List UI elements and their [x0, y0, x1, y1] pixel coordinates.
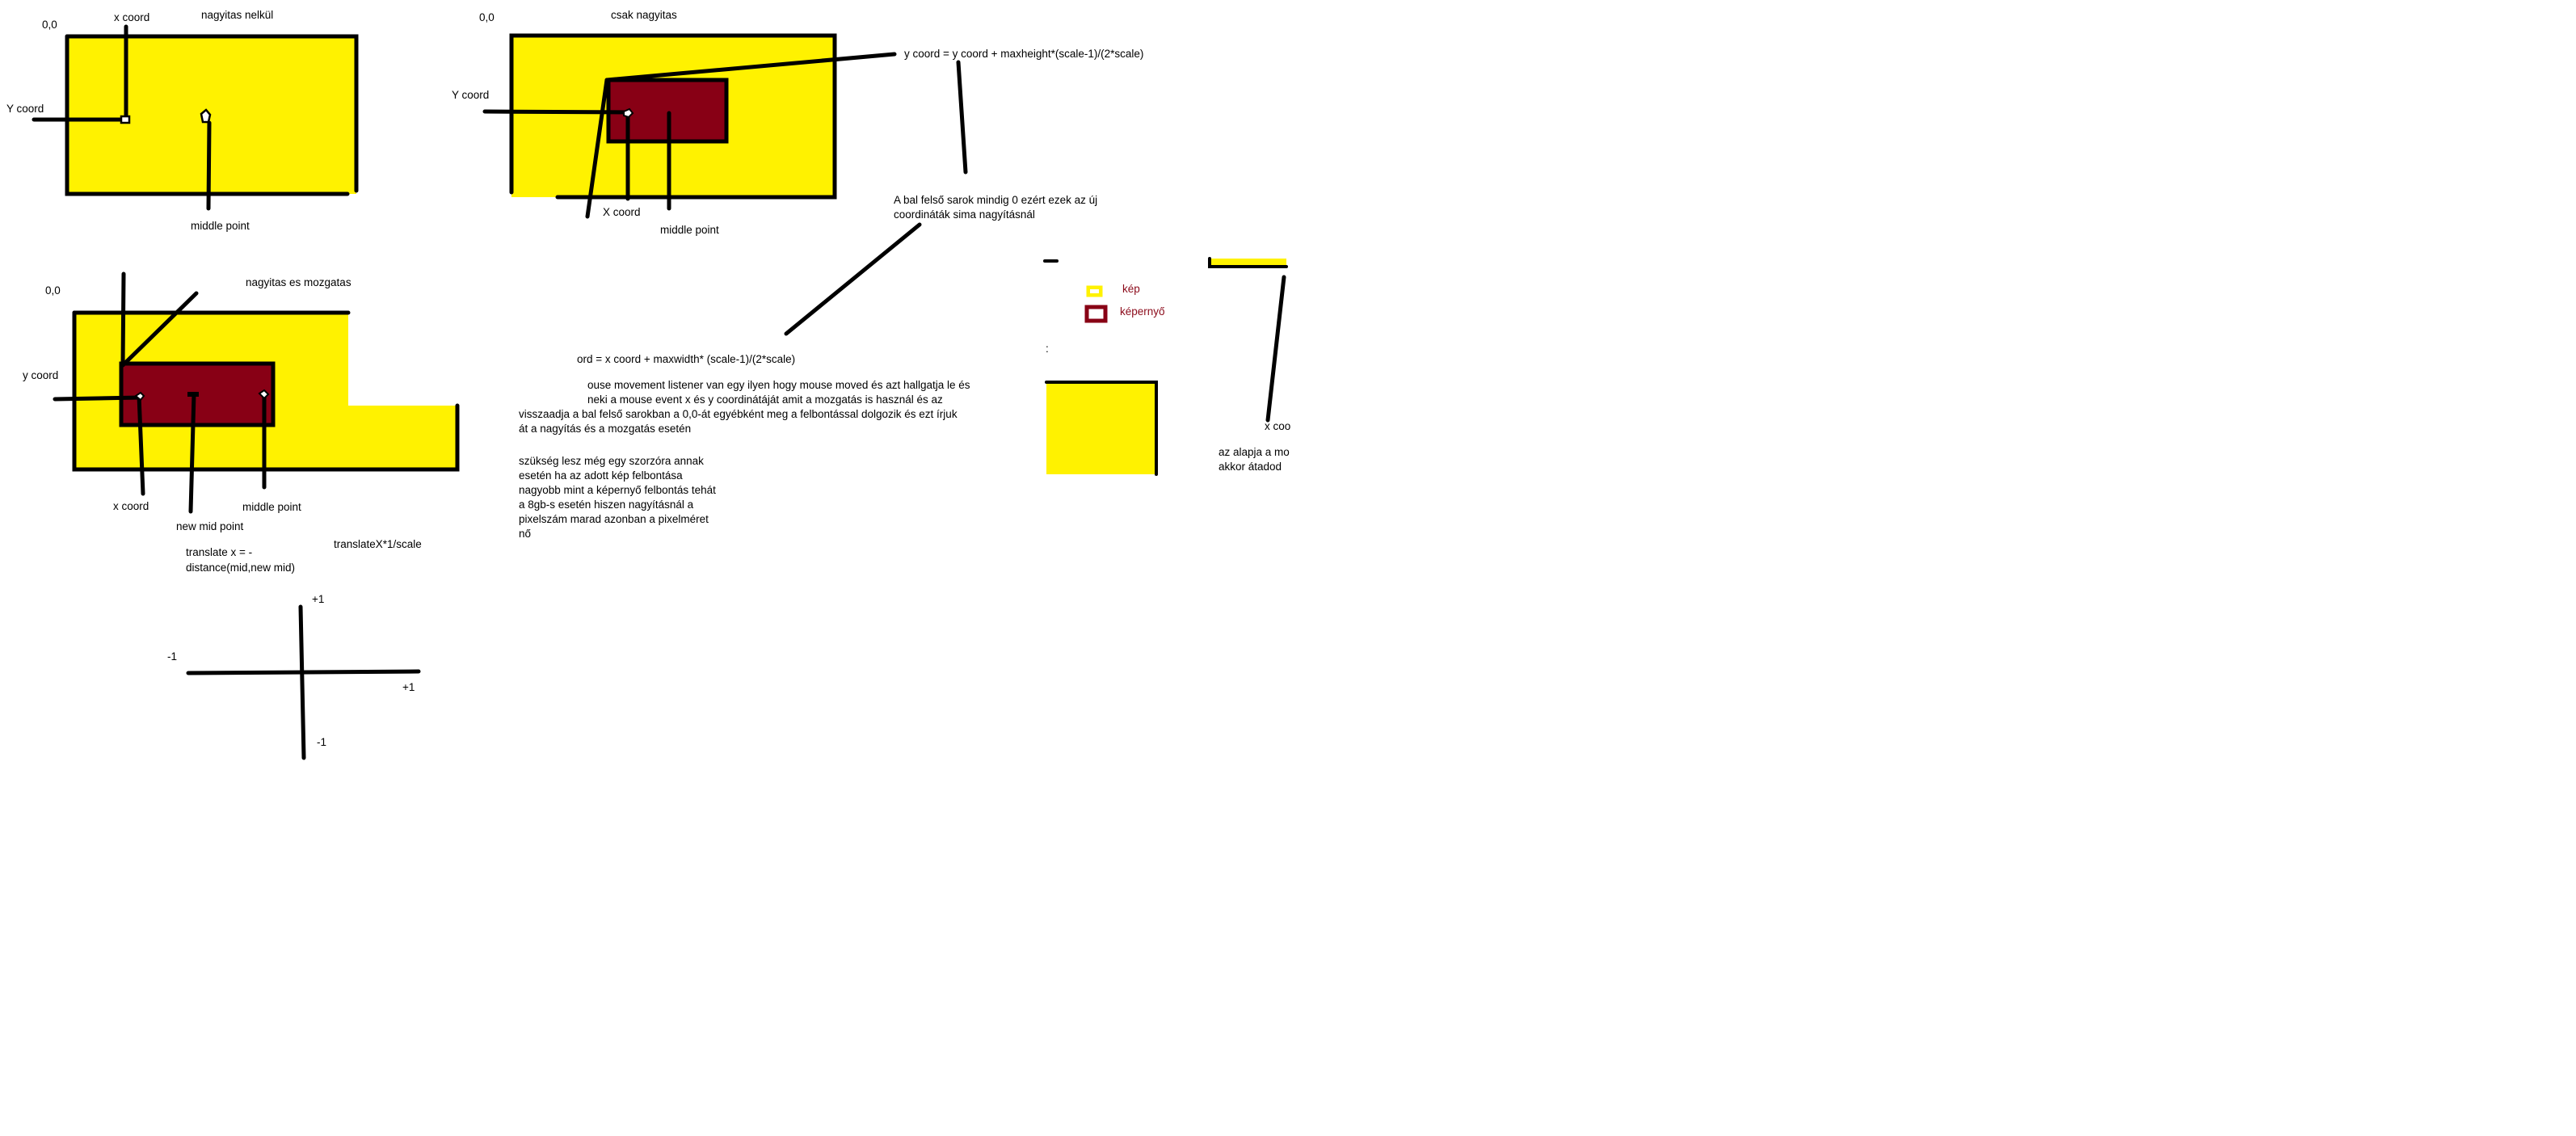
- formula-pointer: [604, 52, 897, 82]
- ycoord-pointer: [482, 109, 631, 115]
- diagram-title: csak nagyitas: [611, 9, 677, 21]
- mouse-note-line: ouse movement listener van egy ilyen hog…: [587, 379, 970, 391]
- axis-bottom-label: -1: [317, 736, 326, 748]
- new-mid-marker: [187, 392, 199, 397]
- middle-point-label: middle point: [191, 220, 250, 232]
- hand-cursor-icon: [258, 389, 270, 400]
- note-line: A bal felső sarok mindig 0 ezért ezek az…: [894, 194, 1097, 206]
- horizontal-axis: [186, 669, 421, 675]
- multiplier-note-line: szükség lesz még egy szorzóra annak: [519, 455, 704, 467]
- multiplier-note-line: nagyobb mint a képernyő felbontás tehát: [519, 484, 716, 496]
- ycoord-pointer: [53, 395, 143, 402]
- note-pointer: [784, 222, 922, 336]
- translate-line: distance(mid,new mid): [186, 562, 295, 574]
- legend-screen-swatch: [1084, 305, 1108, 323]
- xcoord-label: x coord: [113, 500, 149, 512]
- y-formula-label: y coord = y coord + maxheight*(scale-1)/…: [904, 48, 1143, 60]
- legend-screen-label: képernyő: [1120, 305, 1165, 318]
- image-fragment: [1046, 382, 1156, 474]
- new-mid-pointer: [188, 392, 196, 514]
- middle-point-label: middle point: [660, 224, 719, 236]
- xcoord-label: x coord: [114, 11, 149, 23]
- axis-right-label: +1: [402, 681, 415, 693]
- diagram-zoom-and-move: 0,0 nagyitas es mozgatas y coord x coord…: [23, 271, 460, 574]
- legend-image-swatch-inner: [1090, 289, 1099, 293]
- translatex-label: translateX*1/scale: [334, 538, 422, 550]
- image-fragment-frame: [1045, 381, 1158, 476]
- right-fragments: x coo az alapja a mo akkor átadod: [1045, 257, 1290, 476]
- notes-middle: ord = x coord + maxwidth* (scale-1)/(2*s…: [519, 222, 970, 540]
- diagram-title: nagyitas es mozgatas: [246, 276, 351, 288]
- hand-cursor-icon: [134, 391, 145, 402]
- origin-pointer: [120, 271, 126, 368]
- colon-mark: :: [1046, 343, 1049, 355]
- diagram-zoom-only: 0,0 csak nagyitas y coord = y coord + ma…: [452, 9, 1143, 236]
- ycoord-label: y coord: [23, 369, 58, 381]
- corner-pointer: [585, 78, 609, 219]
- legend: kép képernyő :: [1043, 259, 1165, 355]
- mouse-note-line: visszaadja a bal felső sarokban a 0,0-át…: [519, 408, 958, 420]
- xcoord-pointer: [137, 393, 145, 496]
- right-note-line: az alapja a mo: [1219, 446, 1290, 458]
- ycoord-label: Y coord: [6, 103, 44, 115]
- right-note-line: akkor átadod: [1219, 461, 1282, 473]
- axis-top-label: +1: [312, 593, 324, 605]
- hand-cursor-icon: [200, 108, 212, 124]
- origin-label: 0,0: [42, 19, 57, 31]
- image-rect: [67, 36, 356, 194]
- note-line: coordináták sima nagyításnál: [894, 208, 1035, 221]
- image-fragment-frame: [1208, 257, 1288, 268]
- translate-line: translate x = -: [186, 546, 252, 558]
- vertical-axis: [298, 604, 306, 760]
- xcoord-label: x coo: [1265, 420, 1290, 432]
- ycoord-label: Y coord: [452, 89, 489, 101]
- multiplier-note-line: esetén ha az adott kép felbontása: [519, 469, 683, 482]
- multiplier-note-line: pixelszám marad azonban a pixelméret: [519, 513, 709, 525]
- x-formula-label: ord = x coord + maxwidth* (scale-1)/(2*s…: [577, 353, 795, 365]
- image-frame: [509, 33, 837, 200]
- image-fragment: [1210, 259, 1286, 265]
- origin-label: 0,0: [479, 11, 495, 23]
- xcoord-label: X coord: [603, 206, 641, 218]
- mouse-note-line: át a nagyítás és a mozgatás esetén: [519, 423, 691, 435]
- legend-image-label: kép: [1122, 283, 1140, 295]
- origin-pointer: [120, 291, 199, 368]
- image-frame: [65, 34, 359, 193]
- origin-marker: [120, 115, 131, 124]
- multiplier-note-line: nő: [519, 528, 531, 540]
- middle-point-label: middle point: [242, 501, 301, 513]
- diagram-no-zoom: 0,0 x coord nagyitas nelkül Y coord midd…: [6, 9, 359, 232]
- mouse-note-line: neki a mouse event x és y coordinátáját …: [587, 393, 943, 406]
- xcoord-pointer: [1265, 275, 1286, 423]
- axes-sketch: +1 -1 +1 -1: [167, 593, 421, 760]
- multiplier-note-line: a 8gb-s esetén hiszen nagyításnál a: [519, 499, 694, 511]
- origin-label: 0,0: [45, 284, 61, 297]
- diagram-title: nagyitas nelkül: [201, 9, 273, 21]
- note-pointer: [956, 60, 968, 175]
- hand-cursor-icon: [623, 107, 634, 119]
- axis-left-label: -1: [167, 650, 177, 663]
- new-mid-label: new mid point: [176, 520, 244, 532]
- middle-pointer: [206, 120, 212, 211]
- image-frame: [65, 34, 350, 196]
